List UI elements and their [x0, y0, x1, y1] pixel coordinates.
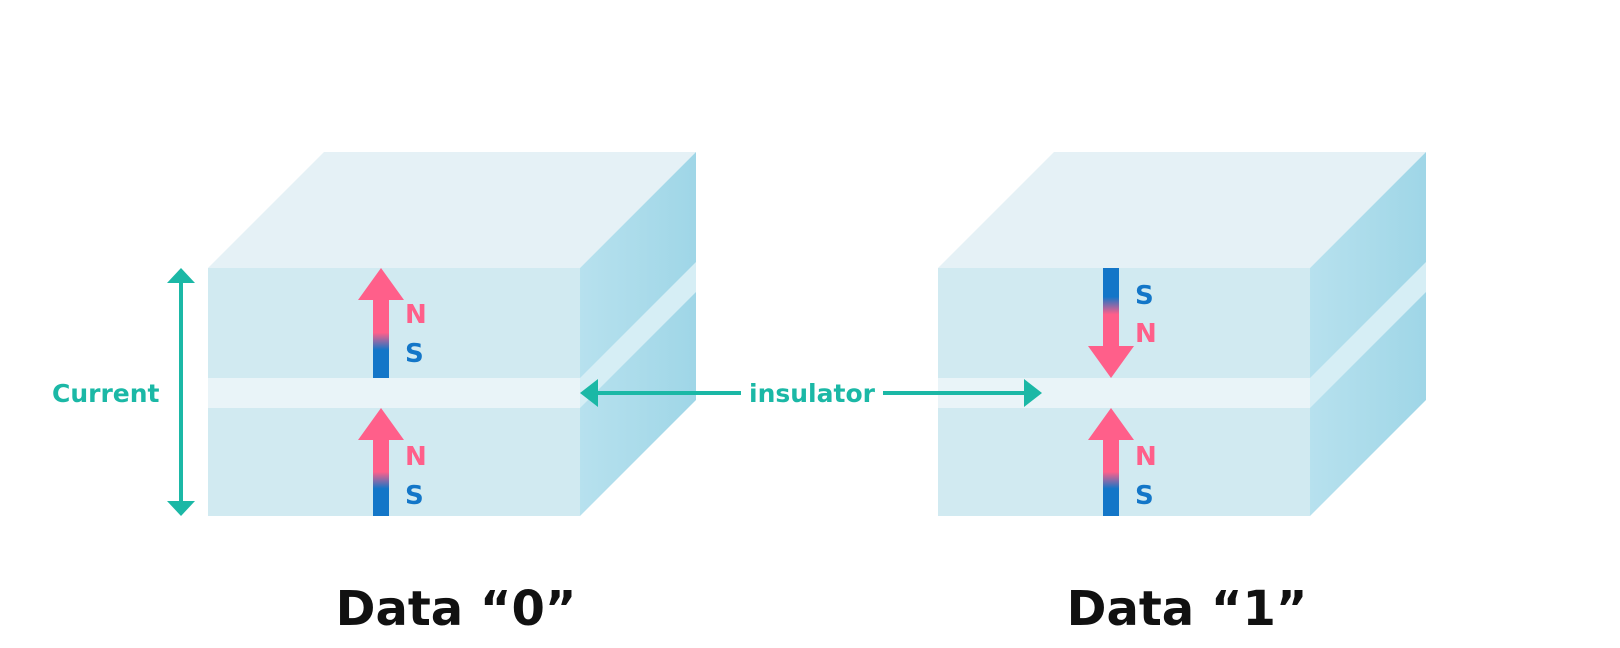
cell-top-face — [938, 152, 1426, 268]
cell-data-0: N S N S — [208, 152, 696, 516]
insulator-layer — [208, 378, 580, 408]
upper-pole-top: S — [1135, 281, 1154, 311]
current-label: Current — [52, 379, 160, 408]
lower-pole-top: N — [1135, 442, 1157, 472]
lower-pole-top: N — [405, 442, 427, 472]
upper-magnet-arrow-up — [358, 268, 404, 378]
caption-data-1: Data “1” — [1067, 581, 1308, 637]
current-double-arrow — [167, 268, 195, 516]
insulator-side-face — [580, 262, 696, 408]
upper-pole-bottom: S — [405, 339, 424, 369]
insulator-side-face — [1310, 262, 1426, 408]
lower-magnetic-layer — [938, 408, 1310, 516]
upper-pole-top: N — [405, 300, 427, 330]
insulator-label: insulator — [749, 379, 876, 408]
upper-magnetic-layer — [938, 268, 1310, 378]
lower-magnetic-layer — [208, 408, 580, 516]
upper-magnet-arrow-down — [1088, 268, 1134, 378]
upper-magnetic-layer — [208, 268, 580, 378]
lower-magnet-arrow-up — [1088, 408, 1134, 516]
upper-pole-bottom: N — [1135, 319, 1157, 349]
lower-pole-bottom: S — [1135, 481, 1154, 511]
insulator-arrow-left — [580, 379, 741, 407]
cell-top-face — [208, 152, 696, 268]
insulator-arrow-right — [883, 379, 1042, 407]
cell-data-1: S N N S — [938, 152, 1426, 516]
lower-magnet-arrow-up — [358, 408, 404, 516]
caption-data-0: Data “0” — [336, 581, 577, 637]
lower-pole-bottom: S — [405, 481, 424, 511]
